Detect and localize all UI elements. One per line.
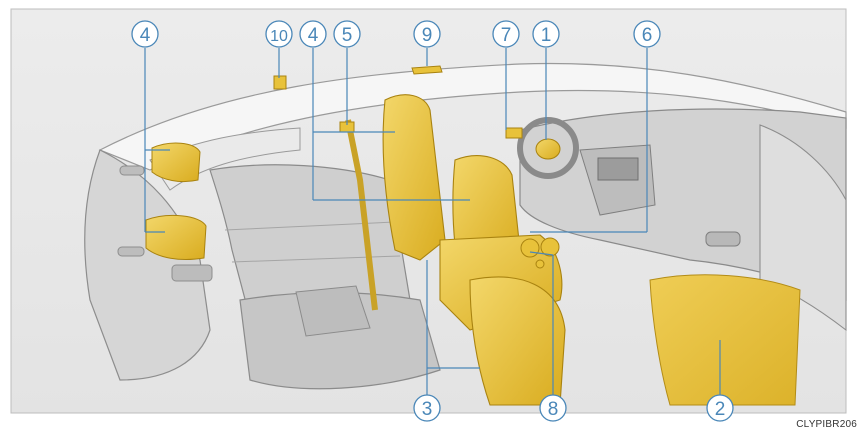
svg-text:10: 10 [270,28,288,45]
figure-code-label: CLYPIBR206 [796,419,857,430]
seat-belt [345,119,378,311]
svg-text:9: 9 [422,25,433,46]
leader-lines [144,48,721,395]
svg-text:2: 2 [715,399,726,420]
callout-8: 8 [539,394,567,422]
knee-airbag-area [505,127,523,139]
svg-text:4: 4 [140,25,151,46]
rear-roof-sensor [273,75,287,90]
steering-wheel-airbag [535,138,561,160]
overhead-console [411,65,443,75]
rear-seat-seam-2 [231,255,401,263]
rear-seat-armrest [295,285,371,337]
callout-10: 10 [265,20,293,48]
rear-door-handle [171,264,213,282]
svg-text:3: 3 [422,399,433,420]
svg-text:5: 5 [342,25,353,46]
svg-text:4: 4 [308,25,319,46]
driver-seat-lower [469,276,566,406]
callout-3: 3 [413,394,441,422]
passenger-floor-airbag [649,274,801,406]
callout-6: 6 [633,20,661,48]
svg-text:6: 6 [642,25,653,46]
svg-text:1: 1 [541,25,552,46]
callout-1: 1 [532,20,560,48]
side-vent [705,231,741,247]
rear-side-airbag-upper [151,142,201,183]
rear-vent [117,246,145,257]
callout-2: 2 [706,394,734,422]
rear-cabin-body [84,149,211,381]
rear-side-airbag-lower [145,215,207,261]
console-switch [535,259,545,269]
cupholder-2 [540,237,560,257]
center-display [597,157,639,181]
svg-text:7: 7 [501,25,512,46]
driver-seat-back [382,94,446,261]
rear-vent-upper [119,165,145,176]
callout-5: 5 [333,20,361,48]
callout-9: 9 [413,20,441,48]
steering-wheel [517,117,579,179]
callout-7: 7 [492,20,520,48]
cupholder-1 [520,238,540,258]
svg-text:8: 8 [548,399,559,420]
callout-4-left: 4 [131,20,159,48]
callout-4-center: 4 [299,20,327,48]
